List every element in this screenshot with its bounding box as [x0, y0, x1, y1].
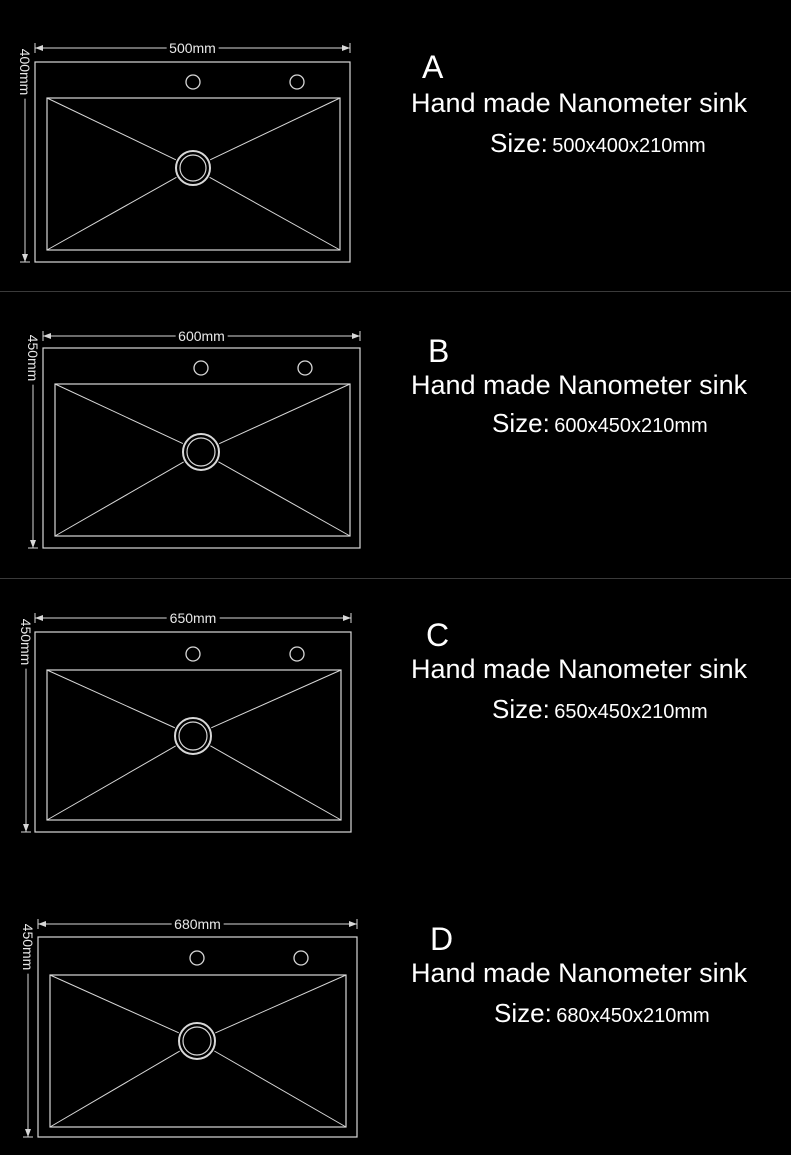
arrowhead-icon	[22, 254, 28, 262]
basin-slope-line	[211, 669, 342, 729]
size-label: Size:	[494, 998, 552, 1028]
arrowhead-icon	[30, 540, 36, 548]
basin-slope-line	[49, 974, 179, 1034]
product-size: Size: 600x450x210mm	[492, 408, 708, 439]
width-dimension-label: 500mm	[166, 40, 219, 56]
sink-basin	[54, 383, 351, 537]
faucet-hole	[185, 646, 201, 662]
arrowhead-icon	[352, 333, 360, 339]
panel-divider	[0, 291, 791, 292]
basin-slope-line	[46, 176, 177, 251]
basin-slope-line	[209, 97, 341, 161]
width-dimension-label: 680mm	[171, 916, 224, 932]
product-letter: D	[430, 921, 454, 957]
drain-outer-ring	[178, 1022, 216, 1060]
width-dimension-label: 600mm	[175, 328, 228, 344]
height-dimension-label: 450mm	[25, 331, 41, 385]
height-dimension-label: 400mm	[17, 45, 33, 99]
product-title: Hand made Nanometer sink	[411, 958, 748, 988]
sink-outer-rim	[34, 61, 351, 263]
sink-basin	[49, 974, 347, 1128]
basin-slope-line	[49, 1050, 180, 1128]
basin-slope-line	[46, 669, 175, 729]
sink-outer-rim	[34, 631, 352, 833]
sink-outer-rim	[42, 347, 361, 549]
basin-slope-line	[215, 974, 347, 1034]
basin-slope-line	[209, 176, 341, 251]
product-letter: C	[426, 617, 450, 653]
drain-outer-ring	[175, 150, 211, 186]
arrowhead-icon	[23, 824, 29, 832]
sink-drawing-a	[20, 43, 351, 263]
sink-basin	[46, 669, 342, 821]
width-dimension-label: 650mm	[166, 610, 220, 626]
drain-outer-ring	[182, 433, 220, 471]
height-dimension-label: 450mm	[18, 615, 34, 669]
product-title: Hand made Nanometer sink	[411, 88, 748, 118]
arrowhead-icon	[35, 45, 43, 51]
faucet-hole	[289, 74, 305, 90]
basin-slope-line	[214, 1050, 347, 1128]
faucet-hole	[189, 950, 205, 966]
arrowhead-icon	[43, 333, 51, 339]
faucet-hole	[293, 950, 309, 966]
product-letter: B	[428, 333, 450, 369]
arrowhead-icon	[343, 615, 351, 621]
drain-inner-ring	[178, 721, 208, 751]
basin-slope-line	[210, 745, 342, 821]
size-value: 500x400x210mm	[552, 135, 706, 157]
sink-drawing-c	[21, 613, 352, 833]
arrowhead-icon	[342, 45, 350, 51]
faucet-hole	[289, 646, 305, 662]
arrowhead-icon	[349, 921, 357, 927]
basin-slope-line	[46, 97, 177, 161]
size-label: Size:	[492, 408, 550, 438]
faucet-hole	[193, 360, 209, 376]
product-size: Size: 650x450x210mm	[492, 694, 708, 725]
faucet-hole	[297, 360, 313, 376]
arrowhead-icon	[38, 921, 46, 927]
sink-drawing-b	[28, 331, 361, 549]
size-value: 650x450x210mm	[554, 701, 708, 723]
drain-inner-ring	[179, 154, 207, 182]
product-letter: A	[422, 49, 444, 85]
panel-divider	[0, 578, 791, 579]
drain-inner-ring	[186, 437, 216, 467]
size-value: 600x450x210mm	[554, 415, 708, 437]
basin-slope-line	[218, 383, 351, 445]
drain-outer-ring	[174, 717, 212, 755]
basin-slope-line	[218, 461, 351, 537]
product-title: Hand made Nanometer sink	[411, 370, 748, 400]
arrowhead-icon	[25, 1129, 31, 1137]
product-size: Size: 500x400x210mm	[490, 128, 706, 159]
size-value: 680x450x210mm	[556, 1005, 710, 1027]
basin-slope-line	[46, 745, 176, 821]
size-label: Size:	[492, 694, 550, 724]
basin-slope-line	[54, 461, 184, 537]
size-label: Size:	[490, 128, 548, 158]
height-dimension-label: 450mm	[20, 920, 36, 974]
drain-inner-ring	[182, 1026, 212, 1056]
arrowhead-icon	[35, 615, 43, 621]
faucet-hole	[185, 74, 201, 90]
sink-basin	[46, 97, 341, 251]
sink-drawing-d	[23, 919, 358, 1138]
product-title: Hand made Nanometer sink	[411, 654, 748, 684]
sink-outer-rim	[37, 936, 358, 1138]
basin-slope-line	[54, 383, 184, 445]
product-size: Size: 680x450x210mm	[494, 998, 710, 1029]
